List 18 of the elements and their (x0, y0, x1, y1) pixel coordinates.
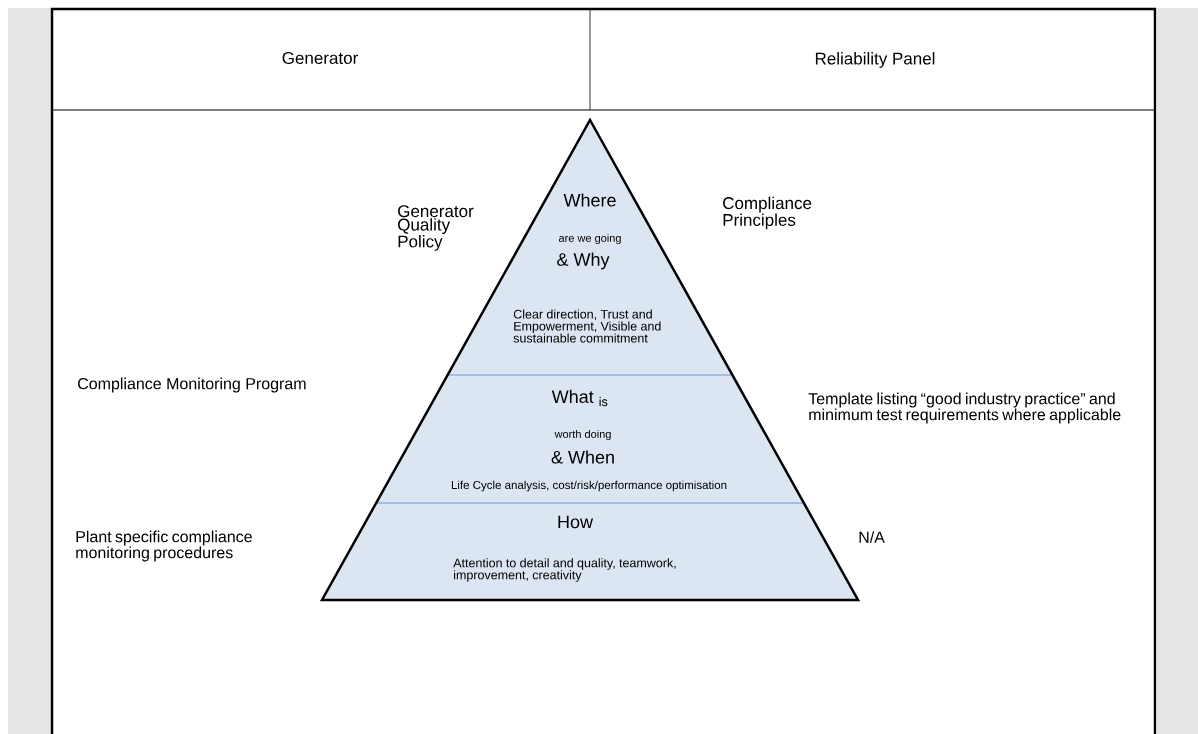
side-label: Plant specific compliance monitoring procedures (76, 530, 252, 562)
side-label: Compliance Monitoring Program (78, 377, 306, 393)
band-description: Life Cycle analysis, cost/risk/performance optimisation (451, 480, 727, 492)
band-heading: & Why (557, 252, 610, 270)
band-heading: How (558, 515, 594, 529)
band-subheading: are we going (559, 233, 621, 245)
pyramid-band (322, 502, 858, 600)
band-description: Clear direction, Trust and Empowerment, Visible and sustainable commitment (513, 309, 661, 343)
side-label: Generator Quality Policy (398, 205, 474, 251)
band-heading: Where (563, 193, 616, 207)
band-heading: & When (551, 450, 614, 464)
column-header: Reliability Panel (815, 52, 935, 68)
band-heading: What $_{is}$ (551, 389, 608, 407)
side-label: Compliance Principles (723, 196, 812, 230)
column-header: Generator (282, 52, 358, 65)
pyramid-band (376, 374, 804, 503)
band-subheading: worth doing (554, 429, 611, 441)
band-description: Attention to detail and quality, teamwork, improvement, creativity (453, 558, 676, 582)
